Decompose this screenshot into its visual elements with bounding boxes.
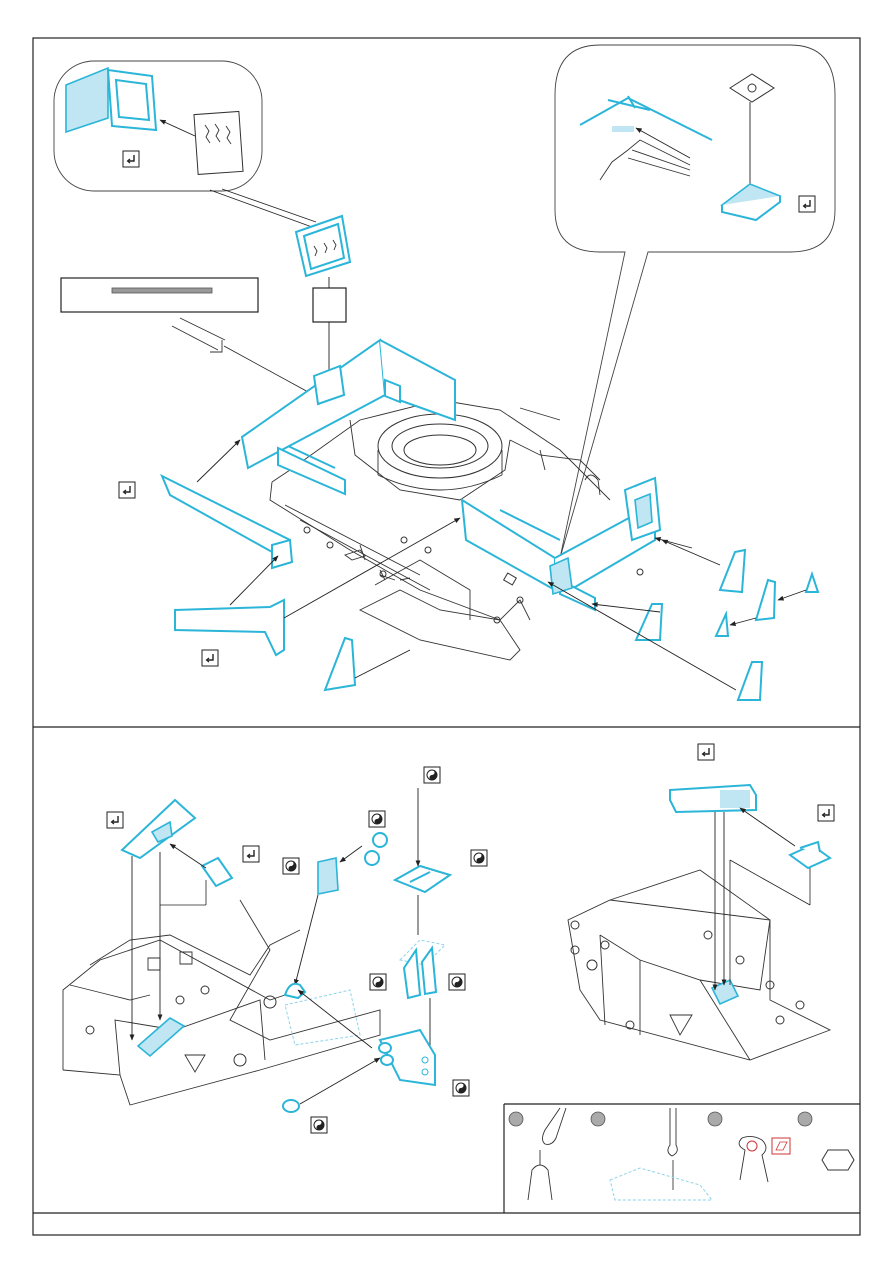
step-marker-icon bbox=[798, 1112, 812, 1126]
right-plate-part bbox=[720, 550, 745, 592]
step-marker-icon bbox=[591, 1112, 605, 1126]
bend-symbol-icon bbox=[119, 482, 135, 498]
detail-bubble-screen bbox=[54, 61, 316, 227]
step-marker-icon bbox=[708, 1112, 722, 1126]
washer-part bbox=[283, 1100, 299, 1112]
fold-symbol-icon bbox=[311, 1117, 327, 1133]
bend-symbol-icon bbox=[799, 196, 815, 212]
right-pe-assembly bbox=[462, 478, 818, 700]
kit-screen-part bbox=[194, 111, 243, 174]
bracket-plate-part bbox=[395, 866, 450, 892]
reference-bar-box bbox=[61, 278, 258, 312]
rubber-pad-part bbox=[318, 858, 338, 894]
tweezers-icon bbox=[739, 1136, 790, 1182]
left-gusset-part bbox=[325, 638, 355, 690]
fold-symbol-icon bbox=[471, 850, 487, 866]
boom-cap-part bbox=[202, 858, 232, 886]
brush-icon bbox=[822, 1150, 854, 1170]
fold-symbol-icon bbox=[370, 974, 386, 990]
left-bulkhead-part bbox=[242, 340, 385, 468]
file-icon bbox=[610, 1108, 712, 1200]
fold-symbol-icon bbox=[369, 811, 385, 827]
screen-part-main bbox=[296, 216, 350, 376]
bend-symbol-icon bbox=[243, 846, 259, 862]
bend-symbol-icon bbox=[202, 650, 218, 666]
step-marker-icon bbox=[509, 1112, 523, 1126]
bottom-right-assembly bbox=[568, 744, 834, 1060]
fold-symbol-icon bbox=[424, 767, 440, 783]
left-pe-assembly bbox=[119, 340, 460, 690]
fold-symbol-icon bbox=[449, 974, 465, 990]
tools-legend bbox=[509, 1108, 854, 1200]
pliers-icon bbox=[528, 1108, 566, 1200]
bottom-left-assembly bbox=[63, 767, 487, 1133]
fold-symbol-icon bbox=[283, 858, 299, 874]
left-bracket-part bbox=[175, 600, 284, 655]
bend-symbol-icon bbox=[698, 744, 714, 760]
bend-symbol-icon bbox=[107, 812, 123, 828]
bend-symbol-icon bbox=[123, 151, 139, 167]
detail-bubble-hatch bbox=[555, 45, 835, 558]
fold-symbol-icon bbox=[453, 1080, 469, 1096]
bend-symbol-icon bbox=[818, 805, 834, 821]
